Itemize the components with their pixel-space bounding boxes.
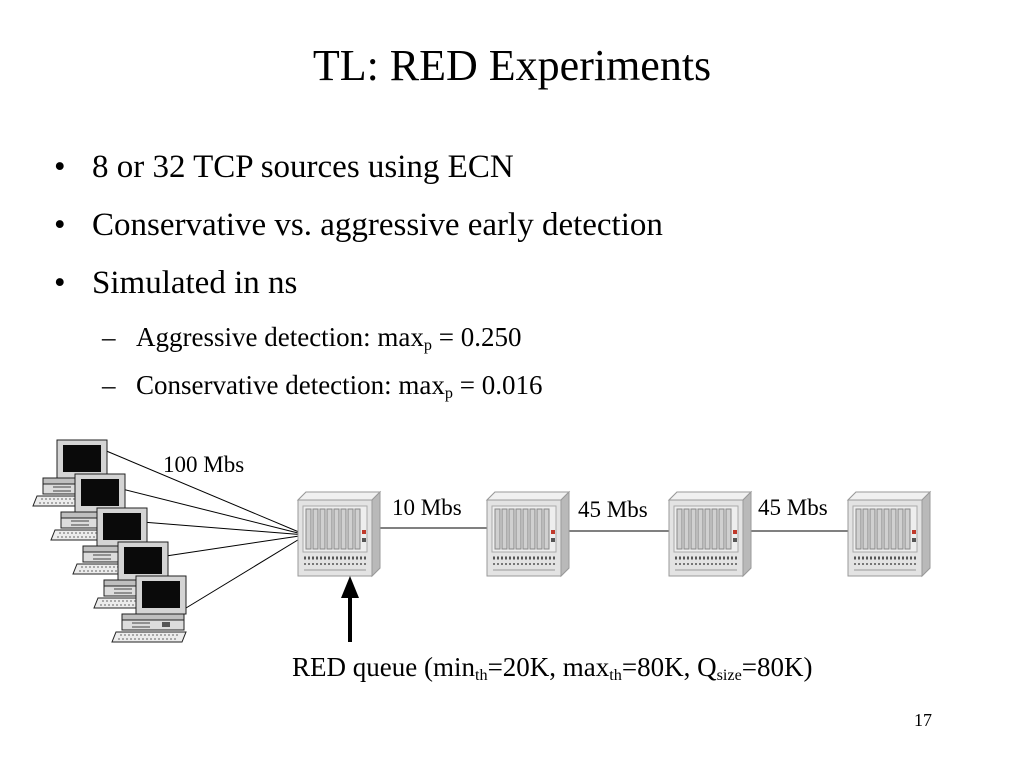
sub-bullet-marker: –: [102, 322, 116, 352]
link-label-45mbs: 45 Mbs: [578, 497, 648, 522]
sub-bullet-text: Aggressive detection: maxp = 0.250: [136, 322, 522, 355]
router-icon: [296, 490, 382, 578]
router-icon: [485, 490, 571, 578]
slide-title: TL: RED Experiments: [312, 41, 712, 90]
router-icon: [846, 490, 932, 578]
red-queue-caption: RED queue (minth=20K, maxth=80K, Qsize=8…: [292, 652, 813, 685]
sub-bullet-text: Conservative detection: maxp = 0.016: [136, 370, 543, 403]
sub-bullet-marker: –: [102, 370, 116, 400]
red-queue-arrow: [341, 576, 359, 642]
bullet-text: Conservative vs. aggressive early detect…: [92, 207, 663, 243]
bullet-marker: •: [54, 207, 66, 243]
link-label-10mbs: 10 Mbs: [392, 495, 462, 520]
bullet-text: 8 or 32 TCP sources using ECN: [92, 149, 514, 185]
router-icon: [667, 490, 753, 578]
link-label-100mbs: 100 Mbs: [163, 452, 245, 477]
source-links: [103, 449, 307, 609]
bullet-text: Simulated in ns: [92, 265, 298, 301]
bullet-marker: •: [54, 149, 66, 185]
bullet-marker: •: [54, 265, 66, 301]
backbone-links: [380, 527, 850, 532]
page-number: 17: [914, 710, 932, 730]
link-label-45mbs: 45 Mbs: [758, 495, 828, 520]
